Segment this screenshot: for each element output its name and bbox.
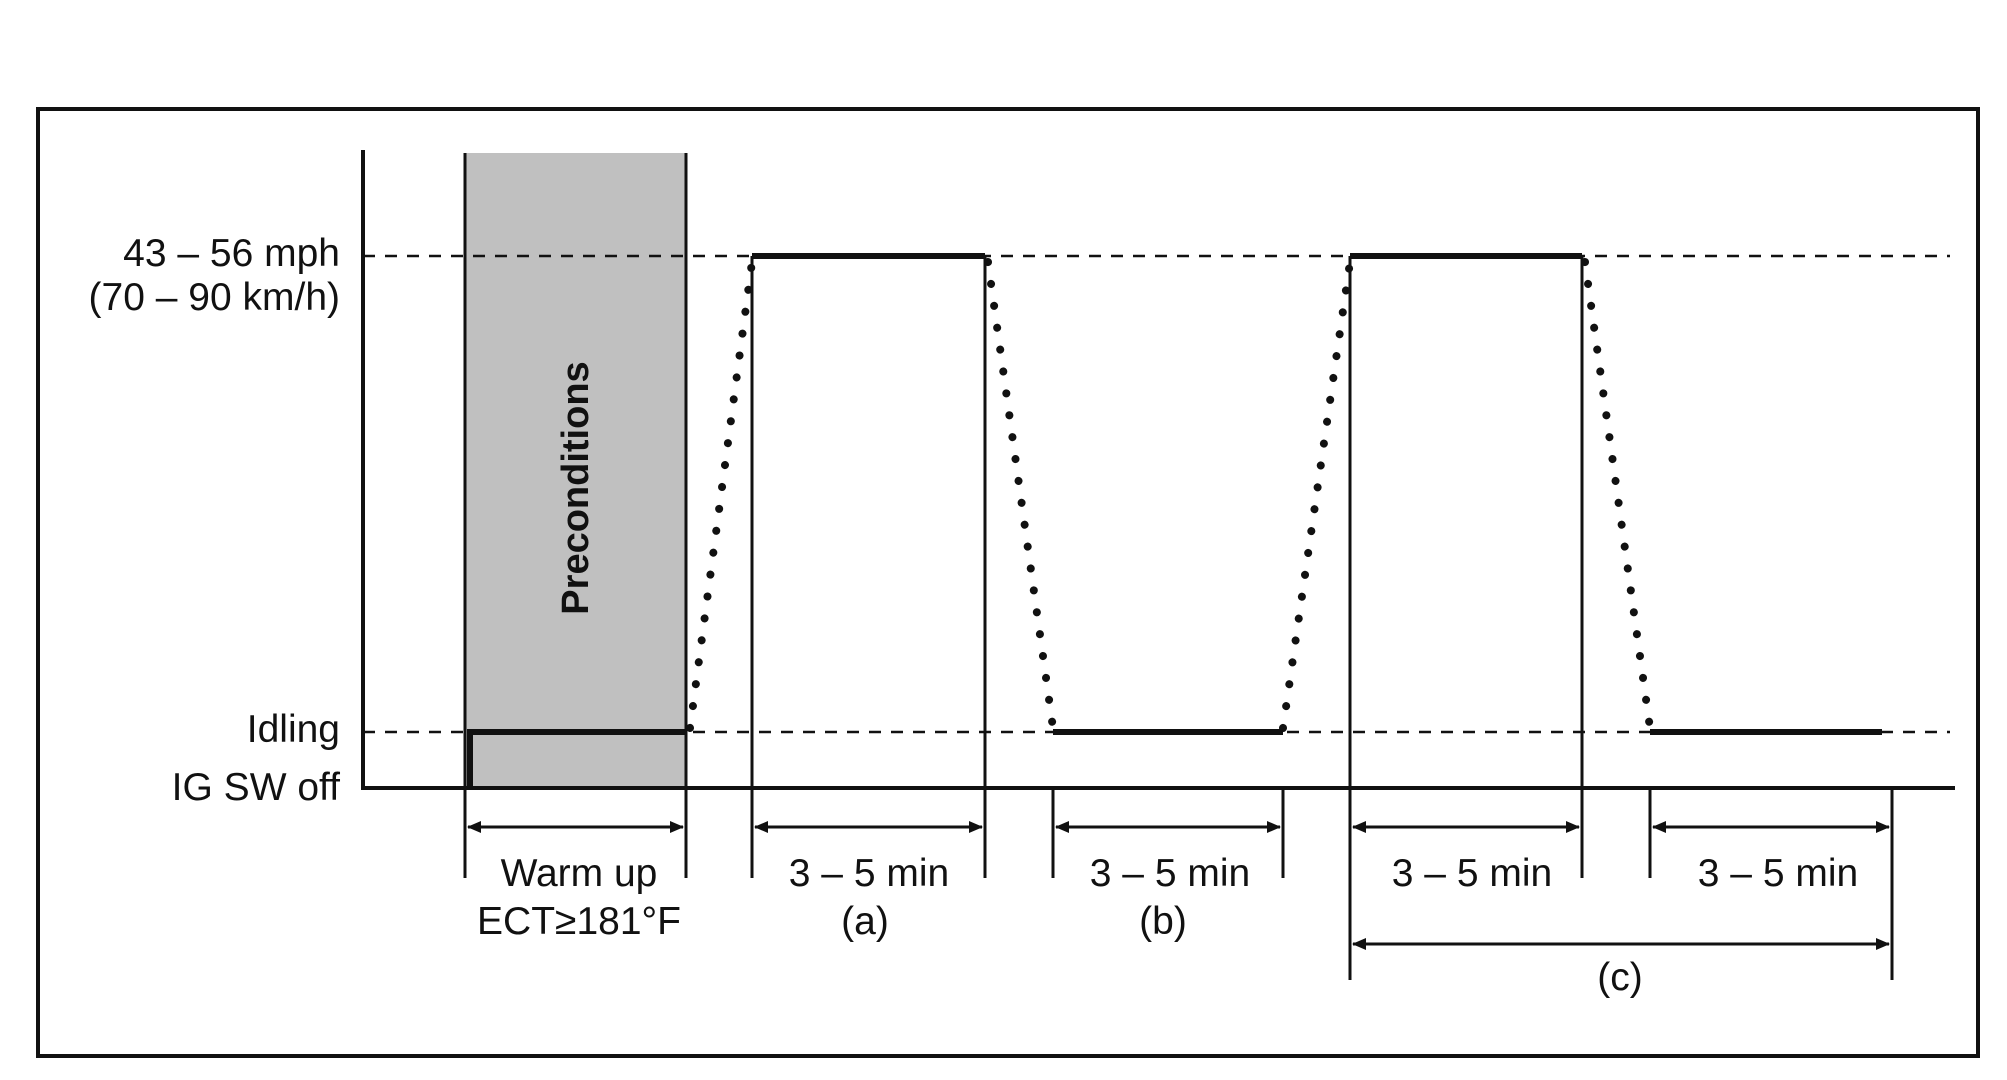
ig-sw-off-label: IG SW off xyxy=(172,766,340,809)
a-duration-label: 3 – 5 min xyxy=(789,852,949,895)
c-tag-label: (c) xyxy=(1597,956,1642,999)
duration-arrows xyxy=(467,821,1890,950)
cycle2-deceleration-dotted xyxy=(1581,258,1654,732)
duration-ticks xyxy=(463,788,1894,980)
cycle2-acceleration-dotted xyxy=(1279,258,1354,732)
b-duration-label: 3 – 5 min xyxy=(1090,852,1250,895)
preconditions-label: Preconditions xyxy=(555,361,597,614)
cycle1-acceleration-dotted xyxy=(686,258,756,732)
b-tag-label: (b) xyxy=(1139,900,1187,943)
warmup-label-line1: Warm up xyxy=(501,852,658,895)
a-tag-label: (a) xyxy=(841,900,889,943)
preconditions-band xyxy=(465,153,686,786)
warmup-label-line2: ECT≥181°F xyxy=(477,900,681,943)
speed-label-line2: (70 – 90 km/h) xyxy=(89,276,340,319)
c2-duration-label: 3 – 5 min xyxy=(1698,852,1858,895)
idling-label: Idling xyxy=(247,708,340,751)
outer-frame xyxy=(36,107,1980,1058)
c1-duration-label: 3 – 5 min xyxy=(1392,852,1552,895)
speed-label-line1: 43 – 56 mph xyxy=(123,232,340,275)
cycle1-deceleration-dotted xyxy=(984,258,1057,732)
